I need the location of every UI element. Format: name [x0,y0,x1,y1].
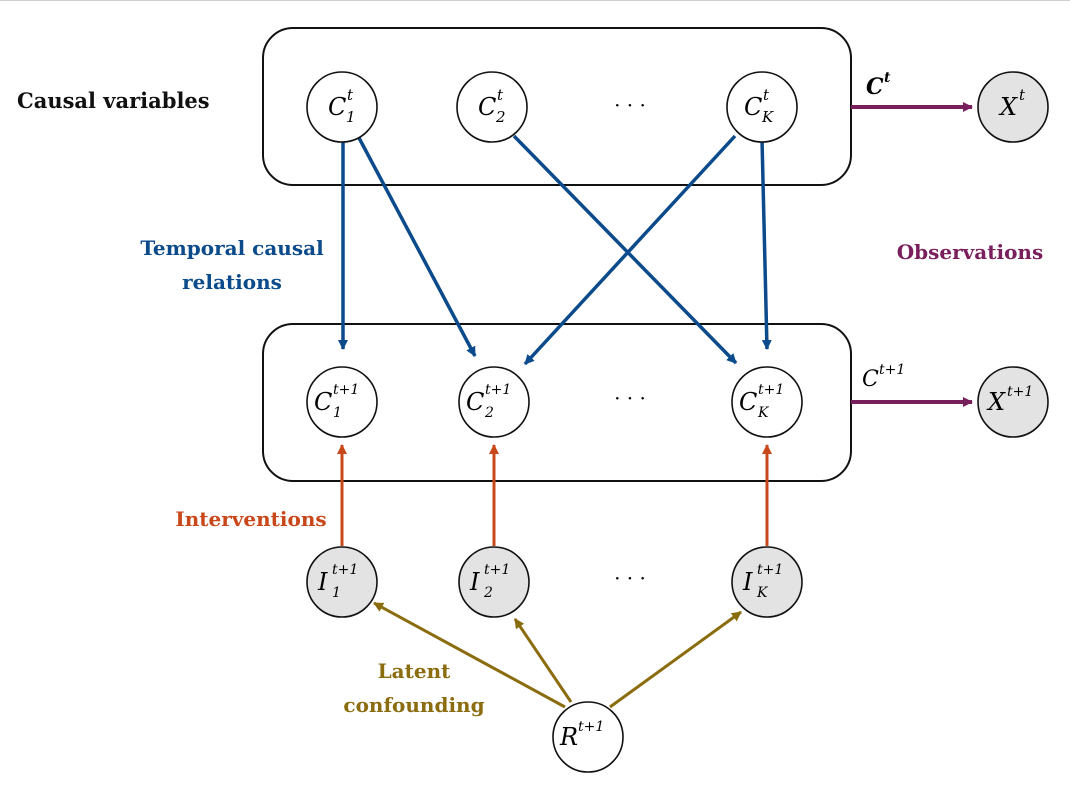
edge-ck-to-ck [760,138,772,350]
observations-label: Observations [897,240,1043,264]
observation-edges [851,102,973,407]
node-i2: I t+1 2 [458,546,530,618]
edge-c2-to-ck [512,134,738,365]
svg-text:1: 1 [346,108,356,126]
temporal-causal-edges [338,134,772,366]
svg-text:I: I [317,568,328,596]
edge-r-to-ik [609,610,742,709]
svg-text:I: I [469,568,480,596]
svg-text:C: C [314,388,332,416]
svg-text:t+1: t+1 [332,562,358,578]
node-x-t: X t [977,71,1049,143]
svg-text:t: t [884,70,891,86]
svg-text:X: X [998,93,1018,121]
node-c1-t: C t 1 [306,71,378,143]
node-r: R t+1 [552,701,624,773]
node-c2-t: C t 2 [456,71,528,143]
svg-text:C: C [744,93,762,121]
edge-ck-to-c2 [523,134,737,366]
svg-text:2: 2 [495,108,506,126]
svg-text:1: 1 [332,585,341,601]
svg-text:C: C [739,388,757,416]
svg-text:C: C [328,93,346,121]
svg-text:2: 2 [483,585,493,601]
svg-text:2: 2 [484,405,494,421]
svg-text:t+1: t+1 [485,382,511,398]
svg-text:Temporal causal: Temporal causal [140,236,324,260]
intervention-edges [337,444,772,546]
node-c2-t1: C t+1 2 [458,366,530,438]
svg-text:t+1: t+1 [1007,384,1033,400]
svg-text:t+1: t+1 [879,362,905,378]
ct1-edge-label: C t+1 [862,362,905,392]
svg-text:C: C [866,74,884,100]
temporal-causal-label: Temporal causal relations [140,236,324,294]
svg-text:K: K [757,405,770,421]
edge-r-to-i2 [513,618,573,703]
svg-text:C: C [478,93,496,121]
svg-text:t+1: t+1 [757,562,783,578]
svg-text:confounding: confounding [343,693,484,717]
node-i1: I t+1 1 [306,546,378,618]
causal-variables-label: Causal variables [17,88,210,113]
interventions-label: Interventions [175,507,326,531]
edge-c1-to-c2 [356,135,477,357]
node-c1-t1: C t+1 1 [306,366,378,438]
svg-text:C: C [862,367,879,392]
top-border [0,0,1070,1]
svg-text:K: K [761,108,774,126]
svg-text:K: K [756,585,769,601]
svg-text:t+1: t+1 [484,562,510,578]
svg-text:t+1: t+1 [333,382,359,398]
svg-text:relations: relations [182,270,282,294]
node-x-t1: X t+1 [977,366,1049,438]
latent-confounding-label: Latent confounding [343,659,484,717]
svg-text:Latent: Latent [378,659,452,683]
svg-text:I: I [742,568,753,596]
edge-r-to-i1 [373,601,566,709]
node-ck-t1: C t+1 K [731,366,803,438]
svg-text:t: t [347,86,354,104]
svg-text:R: R [559,723,578,751]
svg-text:1: 1 [333,405,342,421]
svg-text:t: t [1019,86,1026,104]
ellipsis-t1: · · · [614,386,646,410]
node-ck-t: C t K [726,71,798,143]
ellipsis-i: · · · [614,566,646,590]
svg-text:t+1: t+1 [758,382,784,398]
svg-text:C: C [466,388,484,416]
svg-text:t: t [763,86,770,104]
ellipsis-t: · · · [614,93,646,117]
ct-edge-label: C t [866,70,891,100]
svg-text:t+1: t+1 [578,719,604,735]
confounding-edges [373,601,742,709]
svg-text:t: t [497,86,504,104]
node-ik: I t+1 K [731,546,803,618]
svg-text:X: X [986,388,1006,416]
